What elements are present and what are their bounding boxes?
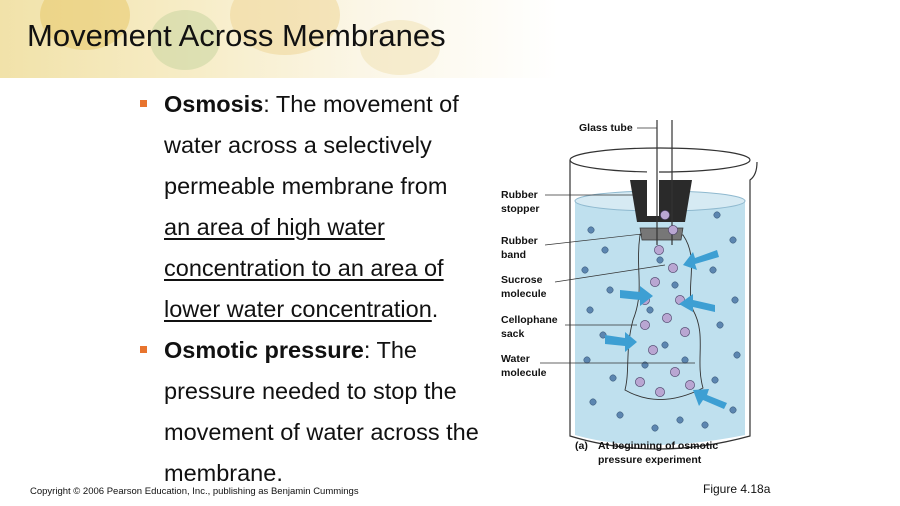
bullet-osmotic-pressure: Osmotic pressure: The pressure needed to… bbox=[140, 330, 480, 494]
sucrose-molecules bbox=[635, 210, 695, 397]
label-cellophane-2: sack bbox=[501, 328, 525, 340]
label-sucrose-2: molecule bbox=[501, 288, 547, 300]
label-rubber-stopper: Rubber bbox=[501, 189, 538, 201]
rubber-stopper bbox=[630, 180, 692, 222]
caption-line-2: pressure experiment bbox=[598, 454, 702, 466]
bullet-list: Osmosis: The movement of water across a … bbox=[140, 84, 480, 494]
bullet-text: : The pressure needed to stop the moveme… bbox=[164, 337, 479, 486]
bullet-underlined-text: an area of high water concentration to a… bbox=[164, 214, 444, 322]
label-glass-tube: Glass tube bbox=[579, 122, 633, 134]
label-water-molecule-2: molecule bbox=[501, 367, 547, 379]
label-rubber-band-2: band bbox=[501, 249, 526, 261]
bullet-osmosis: Osmosis: The movement of water across a … bbox=[140, 84, 480, 330]
bullet-marker bbox=[140, 346, 147, 353]
stopper-hole bbox=[647, 170, 659, 216]
label-leaders bbox=[540, 127, 695, 364]
label-rubber-band: Rubber bbox=[501, 235, 538, 247]
water-molecules bbox=[581, 211, 741, 432]
bullet-term: Osmotic pressure bbox=[164, 337, 364, 363]
slide-title: Movement Across Membranes bbox=[27, 18, 446, 53]
caption-letter: (a) bbox=[575, 440, 588, 452]
beaker-rim bbox=[569, 147, 751, 173]
label-cellophane: Cellophane bbox=[501, 314, 558, 326]
label-rubber-stopper-2: stopper bbox=[501, 203, 540, 215]
bullet-marker bbox=[140, 100, 147, 107]
copyright-notice: Copyright © 2006 Pearson Education, Inc.… bbox=[30, 486, 359, 497]
label-water-molecule: Water bbox=[501, 353, 530, 365]
bullet-text: : The movement of water across a selecti… bbox=[164, 91, 459, 199]
caption-line-1: At beginning of osmotic bbox=[598, 440, 718, 452]
beaker-wall bbox=[569, 160, 758, 450]
water-flow-arrows bbox=[605, 250, 727, 409]
label-sucrose: Sucrose bbox=[501, 274, 543, 286]
figure-number: Figure 4.18a bbox=[703, 482, 771, 496]
bullet-end: . bbox=[431, 296, 439, 322]
osmosis-figure: Glass tube Rubber stopper Rubber band Su… bbox=[495, 110, 795, 475]
title-banner: Movement Across Membranes bbox=[0, 0, 900, 78]
beaker-diagram: Glass tube Rubber stopper Rubber band Su… bbox=[501, 120, 758, 466]
bullet-term: Osmosis bbox=[164, 91, 264, 117]
